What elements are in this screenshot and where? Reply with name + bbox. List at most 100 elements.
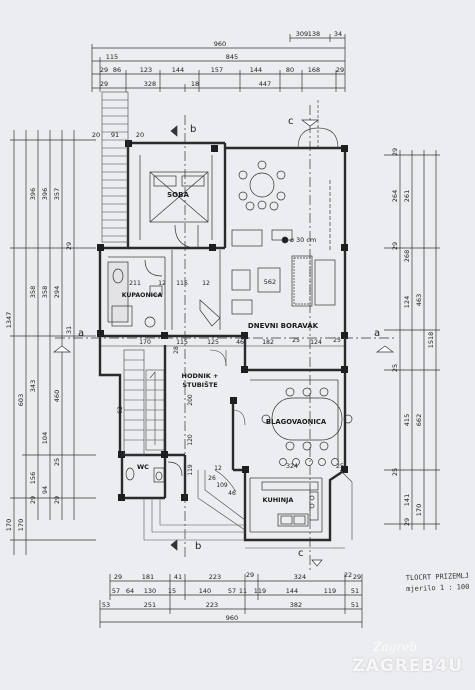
dim-right-29c: 29 [391, 242, 399, 250]
bay-dim-labels: 109 26 46 12 [208, 465, 236, 497]
watermark-logo: ZAGREB4U [352, 656, 463, 676]
dim-kup-12b: 12 [202, 280, 210, 287]
dim-bot-29c: 29 [353, 573, 361, 581]
dim-top-29c: 29 [100, 80, 108, 88]
dim-right-141: 141 [403, 494, 411, 506]
dim-top-157: 157 [211, 66, 223, 74]
dim-left-603: 603 [17, 394, 25, 406]
dim-hall-25b: 25 [333, 337, 341, 344]
section-b-bottom: b [195, 541, 201, 552]
dim-right-170: 170 [415, 504, 423, 516]
dim-stair-120: 120 [187, 434, 194, 446]
dim-bot-22: 22 [344, 571, 352, 579]
wall-thin-lines [108, 155, 339, 533]
room-label-blagovaonica: BLAGOVAONICA [266, 418, 327, 426]
dim-misc-119: 119 [187, 464, 194, 476]
dim-bot-11: 11 [239, 587, 247, 595]
top-dimension-labels: 309 138 34 960 115 845 29 86 123 144 157… [100, 30, 344, 88]
dim-top-18: 18 [191, 80, 199, 88]
dim-top-309: 309 [296, 30, 308, 38]
dim-left-357: 357 [53, 188, 61, 200]
dim-blag-324: 324 [286, 463, 298, 470]
dim-top-34: 34 [334, 30, 342, 38]
dim-bot-57b: 57 [228, 587, 236, 595]
dim-hall-170: 170 [139, 339, 151, 346]
dim-kup-115: 115 [176, 280, 188, 287]
dim-left-343: 343 [29, 380, 37, 392]
kupaonica-fixtures [107, 259, 163, 328]
dim-top-144b: 144 [250, 66, 262, 74]
dim-hall-125: 125 [207, 339, 219, 346]
dim-bot-382: 382 [290, 601, 302, 609]
dim-bot-119a: 119 [254, 587, 266, 595]
dim-bot-223b: 223 [206, 601, 218, 609]
section-a-left: a [78, 328, 84, 339]
interior-stair [123, 349, 165, 456]
left-dimension-lines [10, 130, 96, 555]
kitchen-fixtures [261, 481, 319, 527]
hall-dim-labels: 170 115 125 46 182 25 124 25 [139, 337, 341, 346]
dim-bot-223: 223 [209, 573, 221, 581]
blag-dim-labels: 324 25 [286, 463, 344, 470]
dim-right-25a: 25 [391, 364, 399, 372]
dim-stair-91: 91 [111, 131, 119, 139]
dim-right-1518: 1518 [427, 332, 435, 349]
dim-bot-29b: 29 [246, 571, 254, 579]
left-dimension-labels: 1347 170 603 170 396 358 343 156 29 396 … [5, 188, 73, 531]
dim-top-328: 328 [144, 80, 156, 88]
dim-left-460: 460 [53, 390, 61, 402]
dim-left-156: 156 [29, 472, 37, 484]
dim-top-115: 115 [106, 53, 118, 61]
dim-top-29b: 29 [336, 66, 344, 74]
dim-right-662: 662 [415, 414, 423, 426]
drawing-scale: mjerilo 1 : 100 [406, 582, 470, 594]
dim-top-138: 138 [308, 30, 320, 38]
dim-bot-41: 41 [174, 573, 182, 581]
dim-hall-115: 115 [176, 339, 188, 346]
right-dimension-lines [384, 150, 440, 530]
dim-top-168: 168 [308, 66, 320, 74]
dim-hall-182: 182 [262, 339, 274, 346]
exterior-stair-top [101, 91, 129, 243]
top-dimension-lines [91, 34, 346, 92]
dim-left-396: 396 [29, 188, 37, 200]
dim-left-94: 94 [41, 486, 49, 494]
dim-misc-62: 62 [117, 406, 124, 414]
kupaonica-dim-labels: 211 12 115 12 [129, 280, 210, 287]
dim-hall-124: 124 [310, 339, 322, 346]
blag-chairs-bottom [279, 458, 339, 466]
dim-top-845: 845 [226, 53, 238, 61]
dim-bot-144: 144 [286, 587, 298, 595]
dim-bot-251: 251 [144, 601, 156, 609]
dim-bot-181: 181 [142, 573, 154, 581]
dim-top-80: 80 [286, 66, 294, 74]
stair-top-labels: 20 91 20 [92, 131, 144, 139]
dim-top-144a: 144 [172, 66, 184, 74]
dim-stair-20a: 20 [92, 131, 100, 139]
room-label-kupaonica: KUPAONICA [122, 292, 163, 299]
dim-left-294: 294 [53, 286, 61, 298]
dim-top-123: 123 [140, 66, 152, 74]
dim-blag-25: 25 [336, 463, 344, 470]
section-b-line [170, 115, 186, 560]
dim-bot-53: 53 [102, 601, 110, 609]
dim-left-104: 104 [41, 432, 49, 444]
dim-left-25: 25 [53, 458, 61, 466]
stair-vert-labels: 200 120 119 28 62 [117, 346, 194, 476]
dim-bot-57a: 57 [112, 587, 120, 595]
dim-kup-211: 211 [129, 280, 141, 287]
dim-right-25b: 25 [391, 468, 399, 476]
dim-top-29a: 29 [100, 66, 108, 74]
dim-misc-109: 109 [216, 482, 228, 489]
dim-right-124: 124 [403, 296, 411, 308]
dim-bot-130: 130 [144, 587, 156, 595]
dim-top-86: 86 [113, 66, 121, 74]
room-label-kuhinja: KUHINJA [263, 496, 294, 504]
dim-right-29a: 29 [403, 518, 411, 526]
dim-left-396b: 396 [41, 188, 49, 200]
section-c-bottom: c [298, 548, 304, 559]
room-label-hodnik-1: HODNIK + [182, 372, 219, 380]
soba-furniture [149, 171, 209, 249]
dim-bot-51a: 51 [351, 587, 359, 595]
